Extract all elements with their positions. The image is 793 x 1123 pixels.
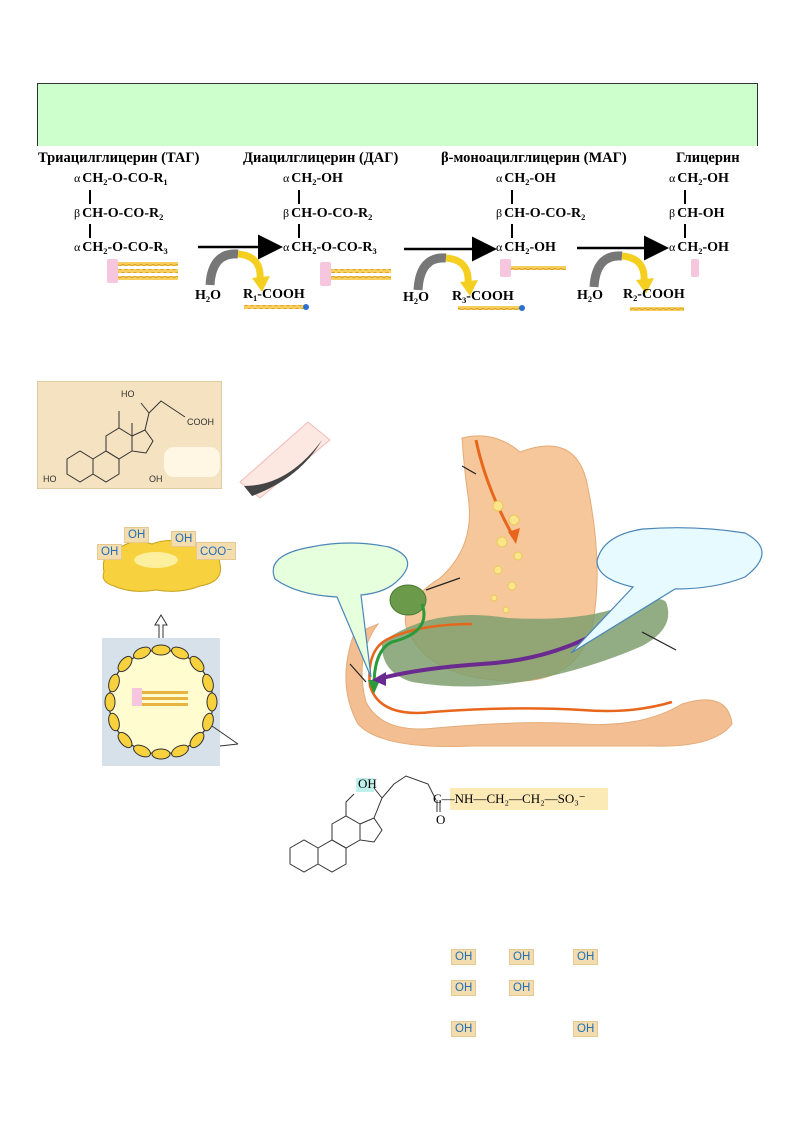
bond	[89, 224, 91, 238]
glycerol-title: Глицерин	[676, 150, 740, 166]
tag-lipid-icon	[107, 259, 178, 283]
fatty-acid-icon	[244, 304, 309, 310]
taurocholate-oh: OH	[358, 776, 377, 791]
product-label-3: R₂-COOH	[623, 287, 685, 302]
oh-highlight	[356, 778, 374, 792]
callout-right	[570, 527, 763, 654]
product-label-2: R₃-COOH	[452, 289, 514, 304]
bond	[684, 224, 686, 238]
carbonyl-oxygen: O	[436, 812, 446, 827]
hydrolysis-arrow-1	[205, 249, 270, 292]
bile-label: COOH	[187, 417, 214, 427]
hydroxyl-badge: OH	[509, 949, 535, 965]
fatty-acid-icon	[630, 307, 684, 311]
hydroxyl-badge: OH	[509, 980, 535, 996]
hydroxyl-badge: OH	[171, 531, 197, 547]
emulsified-droplet	[102, 540, 222, 592]
taurine-highlight	[450, 788, 608, 810]
gallbladder	[389, 584, 427, 616]
bond	[298, 190, 300, 204]
digestive-anatomy	[345, 435, 733, 747]
product-label-1: R₁-COOH	[243, 287, 305, 302]
bile-label: HO	[121, 389, 135, 399]
header-banner	[37, 83, 758, 146]
hydroxyl-badge: OH	[451, 949, 477, 965]
hydroxyl-badge: OH	[573, 949, 599, 965]
callout-bubbles	[272, 527, 763, 678]
tag-title: Триацилглицерин (ТАГ)	[38, 150, 200, 166]
hydroxyl-badge: OH	[97, 544, 123, 560]
hydrolysis-arrow-2	[413, 253, 478, 296]
hydroxyl-badge: OH	[573, 1021, 599, 1037]
glycerol-icon	[691, 259, 699, 277]
water-label-3: H₂O	[577, 288, 603, 303]
bond	[511, 190, 513, 204]
micelle-illustration	[102, 638, 239, 766]
taurocholate-structure	[289, 775, 441, 873]
hydroxyl-badge: OH	[124, 527, 150, 543]
bond	[89, 190, 91, 204]
up-arrow-icon	[154, 614, 168, 640]
callout-left	[272, 542, 409, 678]
mag-title: β-моноацилглицерин (МАГ)	[441, 150, 627, 166]
dag-title: Диацилглицерин (ДАГ)	[243, 150, 399, 166]
bond	[298, 224, 300, 238]
small-intestine	[345, 622, 733, 747]
carboxylate-badge: COO⁻	[196, 542, 237, 560]
water-label-1: H₂O	[195, 288, 221, 303]
dag-lipid-icon	[320, 262, 391, 286]
water-label-2: H₂O	[403, 290, 429, 305]
bile-label: HO	[43, 474, 57, 484]
hydroxyl-badge: OH	[451, 1021, 477, 1037]
hydroxyl-badge: OH	[451, 980, 477, 996]
bond	[511, 224, 513, 238]
bile-acid-structure: HO COOH HO OH	[37, 381, 222, 489]
bile-label: OH	[149, 474, 163, 484]
bond	[684, 190, 686, 204]
fatty-acid-icon	[458, 305, 525, 311]
taurine-chain: C—NH—CH₂—CH₂—SO₃⁻	[433, 791, 586, 806]
scoop-illustration	[239, 421, 331, 499]
pathway-graphics	[107, 234, 699, 311]
hydrolysis-arrow-3	[589, 251, 654, 294]
mag-lipid-icon	[500, 259, 566, 277]
